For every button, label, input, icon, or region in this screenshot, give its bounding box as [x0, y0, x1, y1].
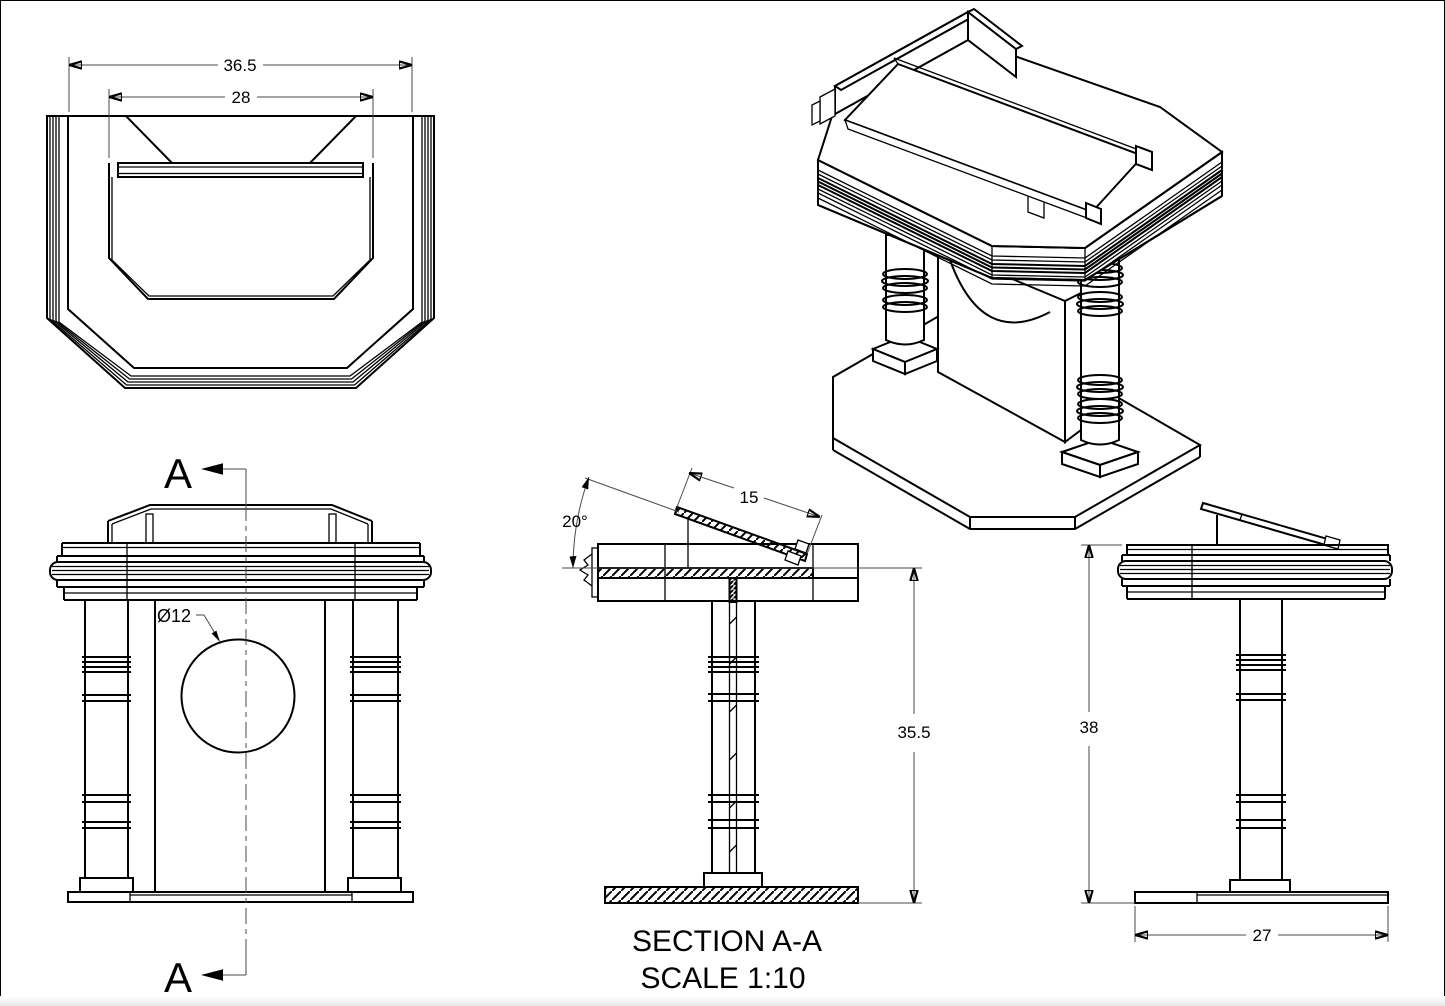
section-title-text: SECTION A-A — [632, 925, 822, 958]
front-view: A A Ø12 — [49, 450, 432, 1001]
iso-left-column — [870, 234, 940, 376]
section-letter-top: A — [164, 450, 192, 497]
front-left-column — [79, 600, 134, 893]
dim-section-height: 35.5 — [897, 723, 930, 742]
top-view-recess — [108, 115, 374, 300]
section-title: SECTION A-A SCALE 1:10 — [632, 925, 822, 995]
iso-reading-board — [843, 57, 1153, 226]
side-view: 38 27 — [1080, 501, 1393, 945]
leader-arrow-icon — [211, 630, 220, 642]
section-column — [703, 577, 763, 888]
front-base — [67, 891, 414, 903]
section-desk — [578, 518, 859, 602]
top-view: 36.5 28 — [46, 56, 435, 389]
hole-diameter-label: Ø12 — [157, 606, 191, 626]
dim-board-length: 15 — [740, 488, 759, 507]
section-molding-profile — [578, 553, 593, 587]
dim-overall-width: 36.5 — [223, 56, 256, 75]
section-arrow-bottom-icon — [201, 969, 223, 981]
front-panel — [154, 600, 326, 892]
side-dimensions: 38 27 — [1080, 544, 1389, 945]
dim-inner-width: 28 — [232, 88, 251, 107]
isometric-view — [811, 7, 1224, 530]
front-section-line: A A — [164, 450, 247, 1001]
side-column — [1229, 599, 1291, 893]
front-top-rail — [107, 504, 373, 544]
section-slant-board — [673, 505, 810, 566]
front-hole-label: Ø12 — [157, 606, 220, 642]
page-bottom-edge — [0, 996, 1445, 1006]
section-view: 20° 15 35.5 SECTION A-A SCALE 1:10 — [562, 467, 931, 995]
dim-base-width: 27 — [1253, 926, 1272, 945]
front-molding — [49, 542, 432, 601]
iso-arch-cutout — [949, 259, 1051, 324]
side-base — [1134, 891, 1389, 904]
section-arrow-top-icon — [201, 463, 223, 475]
section-dimensions: 20° 15 35.5 — [562, 467, 931, 904]
iso-back-rails — [811, 7, 1024, 127]
front-hole-circle — [180, 638, 296, 754]
iso-right-column — [1058, 237, 1142, 479]
front-right-column — [347, 600, 402, 893]
side-molding — [1117, 544, 1393, 600]
section-letter-bottom: A — [164, 954, 192, 1001]
top-view-dimensions: 36.5 28 — [68, 56, 413, 158]
section-base — [604, 886, 859, 904]
side-slant-board — [1199, 501, 1341, 550]
dim-angle: 20° — [562, 512, 588, 531]
top-view-outline — [46, 115, 435, 389]
section-scale-text: SCALE 1:10 — [640, 962, 805, 995]
dim-total-height: 38 — [1080, 718, 1099, 737]
